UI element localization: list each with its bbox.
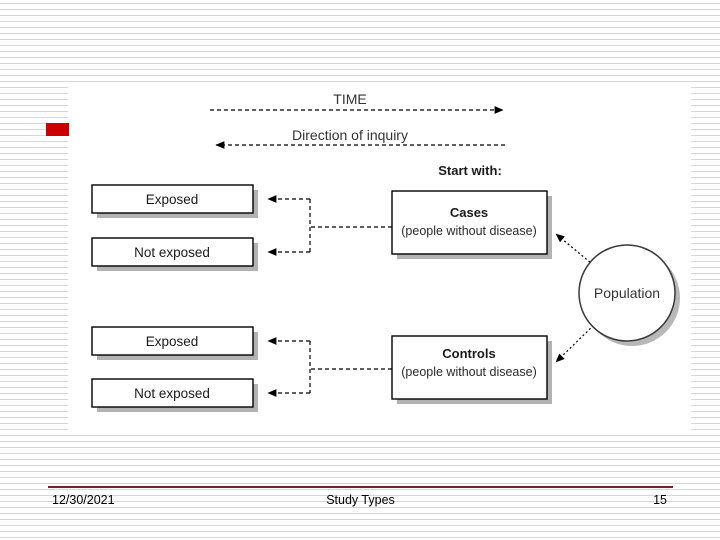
population-links-group bbox=[555, 233, 598, 363]
inquiry-axis-group: Direction of inquiry bbox=[215, 127, 505, 149]
cases-connector-group bbox=[267, 195, 392, 256]
outcome-label: Exposed bbox=[146, 334, 199, 349]
red-accent-bar bbox=[46, 123, 69, 136]
footer-divider bbox=[48, 486, 673, 488]
footer-page-number: 15 bbox=[653, 493, 667, 507]
footer-date: 12/30/2021 bbox=[52, 493, 115, 507]
slide-footer: 12/30/2021 Study Types 15 bbox=[48, 493, 673, 513]
outcome-label: Exposed bbox=[146, 192, 199, 207]
group-subtitle: (people without disease) bbox=[401, 365, 537, 379]
group-title: Cases bbox=[450, 205, 488, 220]
footer-title: Study Types bbox=[326, 493, 395, 507]
population-label: Population bbox=[594, 285, 660, 301]
inquiry-axis-label: Direction of inquiry bbox=[292, 127, 408, 143]
start-with-label: Start with: bbox=[438, 163, 502, 178]
time-axis-group: TIME bbox=[210, 91, 504, 114]
group-title: Controls bbox=[442, 346, 495, 361]
group-box-cases[interactable]: Cases (people without disease) bbox=[391, 190, 552, 259]
outcome-box-controls-not-exposed[interactable]: Not exposed bbox=[91, 378, 258, 412]
controls-connector-group bbox=[267, 337, 392, 397]
outcome-label: Not exposed bbox=[134, 386, 210, 401]
population-to-controls-arrow bbox=[555, 321, 598, 363]
population-node[interactable]: Population bbox=[578, 244, 680, 346]
outcome-label: Not exposed bbox=[134, 245, 210, 260]
outcome-box-cases-not-exposed[interactable]: Not exposed bbox=[91, 237, 258, 271]
outcome-box-cases-exposed[interactable]: Exposed bbox=[91, 184, 258, 218]
time-axis-label: TIME bbox=[333, 91, 366, 107]
group-box-controls[interactable]: Controls (people without disease) bbox=[391, 335, 552, 404]
group-subtitle: (people without disease) bbox=[401, 224, 537, 238]
outcome-box-controls-exposed[interactable]: Exposed bbox=[91, 326, 258, 360]
